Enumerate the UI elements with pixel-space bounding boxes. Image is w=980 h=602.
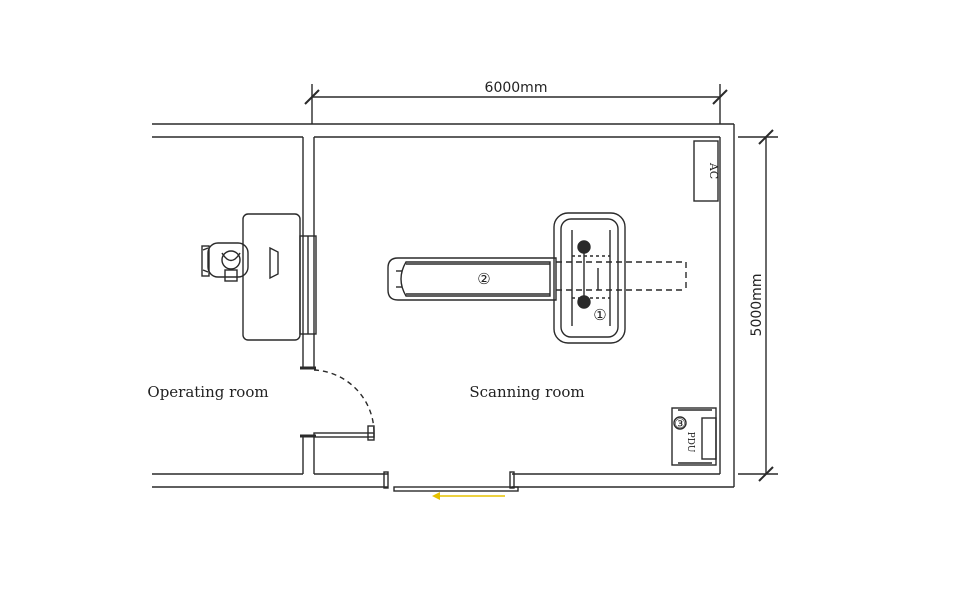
pdu-marker: ③	[674, 417, 686, 432]
patient-couch	[387, 257, 687, 301]
scanning-room-label: Scanning room	[469, 383, 584, 401]
gantry	[553, 212, 626, 344]
ac-label: AC	[707, 162, 720, 179]
height-dimension-label: 5000mm	[749, 274, 765, 337]
pdu-unit	[671, 407, 717, 466]
width-dimension	[304, 84, 728, 124]
width-dimension-label: 6000mm	[485, 80, 548, 96]
door-direction-arrow	[432, 492, 505, 500]
pdu-label: PDU	[685, 432, 695, 453]
sliding-door	[383, 471, 519, 492]
operating-room-label: Operating room	[147, 383, 268, 401]
operator-console	[201, 213, 301, 341]
gantry-marker: ①	[593, 306, 606, 324]
couch-marker: ②	[477, 270, 490, 288]
height-dimension	[738, 129, 778, 482]
swing-door	[300, 366, 375, 441]
walls	[152, 123, 735, 488]
ac-unit	[693, 140, 719, 202]
